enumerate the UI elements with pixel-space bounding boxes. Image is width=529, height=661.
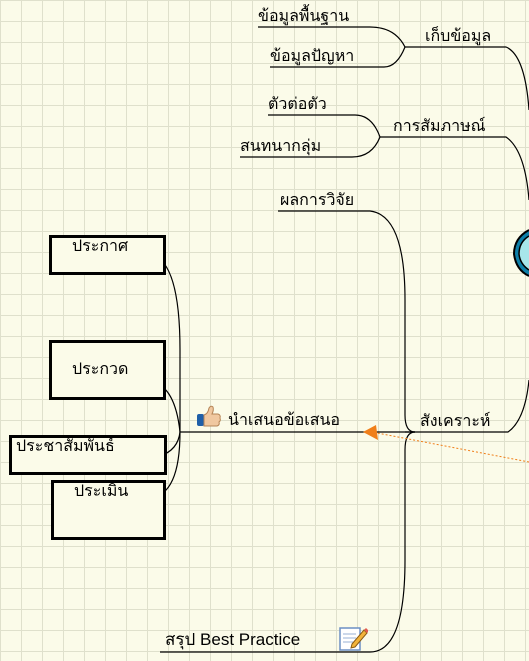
line-result [278, 210, 416, 433]
synth-label[interactable]: สังเคราะห์ [420, 411, 491, 430]
collect-label[interactable]: เก็บข้อมูล [425, 26, 492, 45]
relation-arrow-line [371, 431, 529, 463]
line-collect-underline [405, 46, 529, 111]
interview-one-label[interactable]: ตัวต่อตัว [268, 94, 327, 113]
thumbs-up-icon [197, 405, 221, 427]
line-collect-base [258, 26, 406, 48]
announce-label: ประกาศ [72, 236, 129, 255]
summary-label[interactable]: สรุป Best Practice [165, 630, 301, 649]
line-interview-one [268, 114, 381, 138]
evaluate-label: ประเมิน [74, 481, 129, 500]
publicize-box[interactable]: ประชาสัมพันธ์ [9, 435, 167, 475]
publicize-label: ประชาสัมพันธ์ [16, 436, 115, 455]
interview-label[interactable]: การสัมภาษณ์ [393, 116, 486, 135]
line-interview-underline [380, 136, 529, 201]
line-synth-underline [405, 379, 529, 433]
interview-group-label[interactable]: สนทนากลุ่ม [240, 136, 322, 155]
collect-base-label[interactable]: ข้อมูลพื้นฐาน [258, 6, 350, 25]
evaluate-box[interactable]: ประเมิน [51, 480, 166, 540]
line-summary [160, 431, 416, 653]
line-collect-problem [270, 46, 406, 68]
present-label[interactable]: นำเสนอข้อเสนอ [228, 410, 341, 429]
contest-box[interactable]: ประกวด [49, 340, 166, 400]
line-interview-group [240, 136, 381, 158]
contest-label: ประกวด [72, 359, 129, 378]
announce-box[interactable]: ประกาศ [49, 235, 166, 275]
central-node-icon [512, 229, 529, 277]
relation-arrow-head [363, 425, 378, 440]
note-edit-icon [339, 627, 368, 651]
collect-problem-label[interactable]: ข้อมูลปัญหา [270, 46, 355, 65]
result-label[interactable]: ผลการวิจัย [280, 190, 355, 209]
